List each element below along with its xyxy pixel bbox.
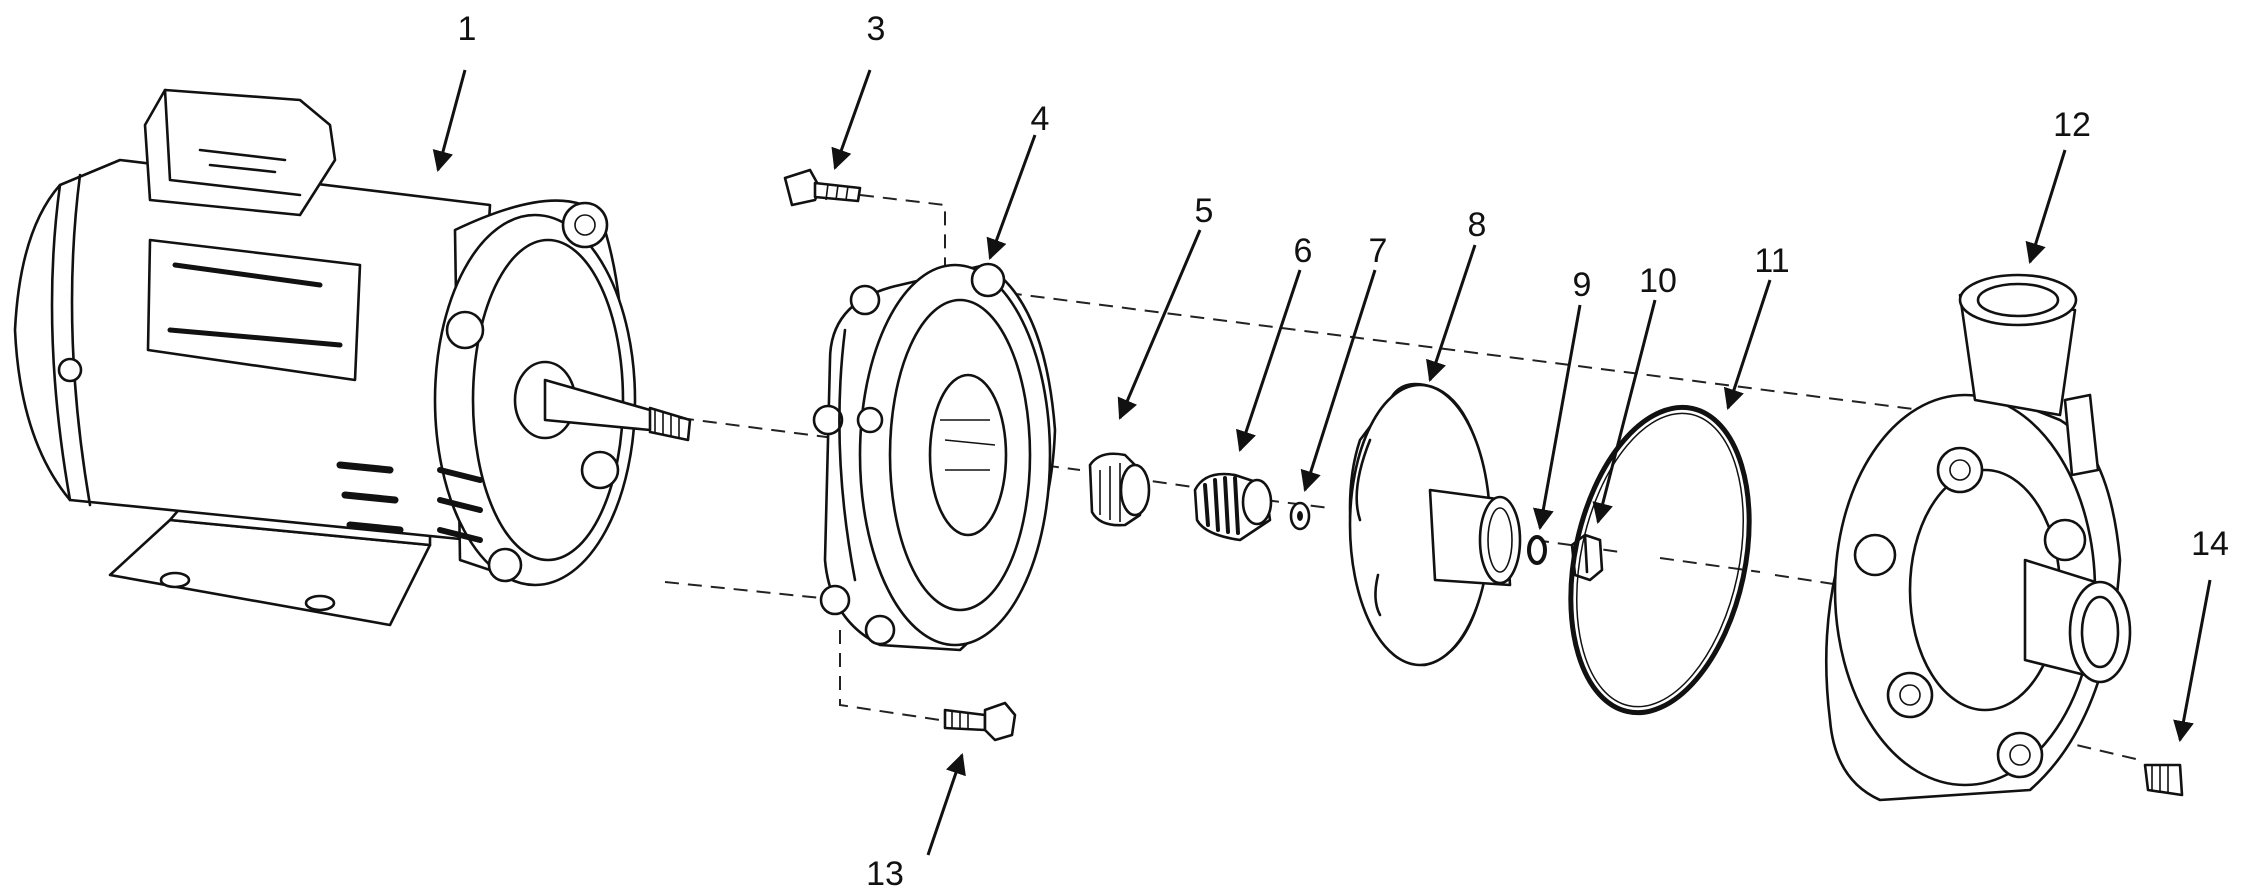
washer-part-7 bbox=[1289, 501, 1311, 531]
seal-seat-part-5 bbox=[1088, 452, 1151, 527]
label-part-6: 6 bbox=[1294, 232, 1313, 270]
label-part-14: 14 bbox=[2191, 525, 2229, 563]
arrow-7 bbox=[1300, 269, 1377, 493]
label-part-3: 3 bbox=[867, 10, 886, 48]
arrow-9 bbox=[1533, 304, 1582, 531]
arrow-6 bbox=[1236, 269, 1302, 452]
plug-part-14 bbox=[2143, 763, 2184, 797]
label-part-10: 10 bbox=[1639, 262, 1677, 300]
arrow-10 bbox=[1592, 299, 1657, 525]
arrow-8 bbox=[1426, 244, 1477, 382]
label-part-12: 12 bbox=[2053, 106, 2091, 144]
motor-part bbox=[13, 88, 692, 627]
pump-housing-part-12 bbox=[1824, 273, 2132, 802]
arrow-4 bbox=[986, 134, 1037, 260]
arrow-11 bbox=[1723, 279, 1772, 410]
oring-part-9 bbox=[1527, 535, 1547, 565]
arrow-13 bbox=[926, 753, 966, 856]
label-part-7: 7 bbox=[1369, 232, 1388, 270]
arrow-14 bbox=[2173, 579, 2212, 743]
impeller-part-8 bbox=[1348, 382, 1522, 667]
bolt-part-3 bbox=[783, 168, 862, 207]
arrow-12 bbox=[2025, 149, 2067, 265]
label-part-8: 8 bbox=[1468, 206, 1487, 244]
arrow-3 bbox=[831, 69, 872, 170]
arrow-1 bbox=[432, 69, 467, 173]
oring-part-11 bbox=[1568, 404, 1752, 716]
rotary-seal-part-6 bbox=[1193, 472, 1273, 542]
bolt-part-13 bbox=[943, 701, 1017, 742]
label-part-5: 5 bbox=[1195, 192, 1214, 230]
label-part-13: 13 bbox=[866, 855, 904, 893]
label-part-11: 11 bbox=[1754, 242, 1789, 280]
label-part-4: 4 bbox=[1031, 100, 1050, 138]
part-labels: 1 3 4 5 6 7 8 9 10 11 12 13 14 bbox=[458, 10, 2229, 893]
label-part-9: 9 bbox=[1573, 266, 1592, 304]
leader-arrows bbox=[432, 69, 2212, 856]
seal-plate-part-4 bbox=[812, 262, 1057, 652]
label-part-1: 1 bbox=[458, 10, 477, 48]
arrow-5 bbox=[1117, 229, 1202, 420]
